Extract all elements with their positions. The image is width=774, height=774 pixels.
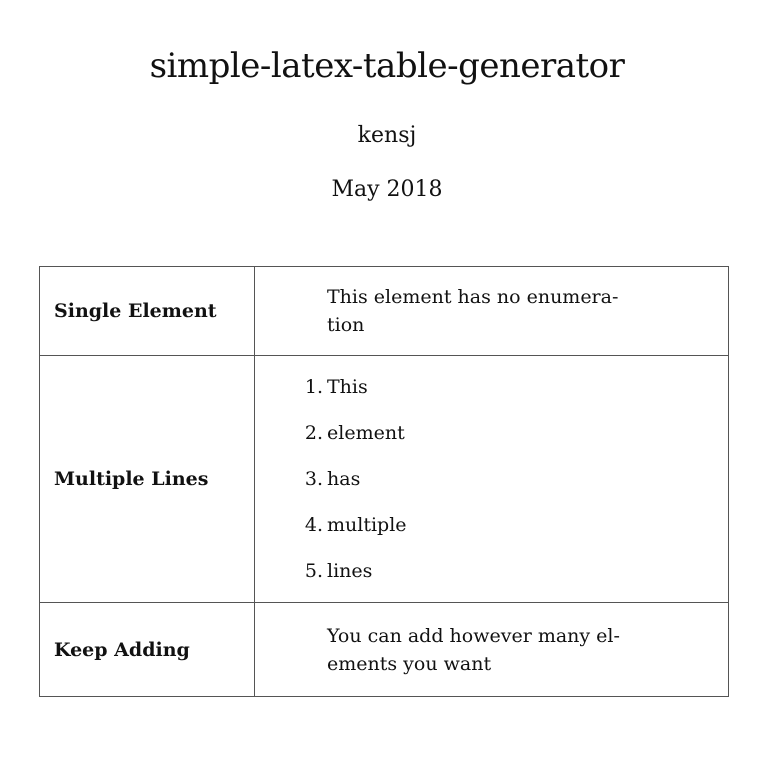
list-item-number: 5. bbox=[304, 560, 323, 582]
list-item-text: lines bbox=[327, 560, 373, 582]
list-item-text: has bbox=[327, 468, 361, 490]
document-date: May 2018 bbox=[331, 177, 443, 202]
list-item: 5. lines bbox=[305, 548, 728, 594]
list-item-number: 4. bbox=[304, 514, 323, 536]
document-author: kensj bbox=[357, 123, 417, 148]
list-item: 1. This bbox=[305, 364, 728, 410]
list-item: 3. has bbox=[305, 456, 728, 502]
content-table: Single Element This element has no enume… bbox=[39, 266, 729, 697]
paragraph-line: tion bbox=[327, 314, 365, 336]
row-content-multiple-lines: 1. This 2. element 3. has 4. multiple 5. bbox=[254, 355, 729, 603]
paragraph: You can add however many el- ements you … bbox=[327, 622, 637, 678]
row-label-multiple-lines: Multiple Lines bbox=[39, 355, 255, 603]
list-item-text: This bbox=[327, 376, 368, 398]
paragraph: This element has no enumera- tion bbox=[327, 283, 637, 339]
table-row: Single Element This element has no enume… bbox=[39, 266, 729, 356]
enumerated-list: 1. This 2. element 3. has 4. multiple 5. bbox=[305, 364, 728, 594]
list-item: 2. element bbox=[305, 410, 728, 456]
paragraph-line: This element has no enumera- bbox=[327, 286, 619, 308]
row-content-keep-adding: You can add however many el- ements you … bbox=[254, 602, 729, 697]
row-content-single-element: This element has no enumera- tion bbox=[254, 266, 729, 356]
row-label-single-element: Single Element bbox=[39, 266, 255, 356]
list-item-text: multiple bbox=[327, 514, 407, 536]
list-item-number: 3. bbox=[304, 468, 323, 490]
table-row: Keep Adding You can add however many el-… bbox=[39, 602, 729, 697]
table-row: Multiple Lines 1. This 2. element 3. has… bbox=[39, 355, 729, 603]
list-item-text: element bbox=[327, 422, 405, 444]
list-item-number: 2. bbox=[304, 422, 323, 444]
row-label-keep-adding: Keep Adding bbox=[39, 602, 255, 697]
list-item-number: 1. bbox=[304, 376, 323, 398]
paragraph-line: ements you want bbox=[327, 652, 492, 675]
paragraph-line: You can add however many el- bbox=[327, 624, 620, 647]
document-title: simple-latex-table-generator bbox=[149, 46, 625, 86]
list-item: 4. multiple bbox=[305, 502, 728, 548]
